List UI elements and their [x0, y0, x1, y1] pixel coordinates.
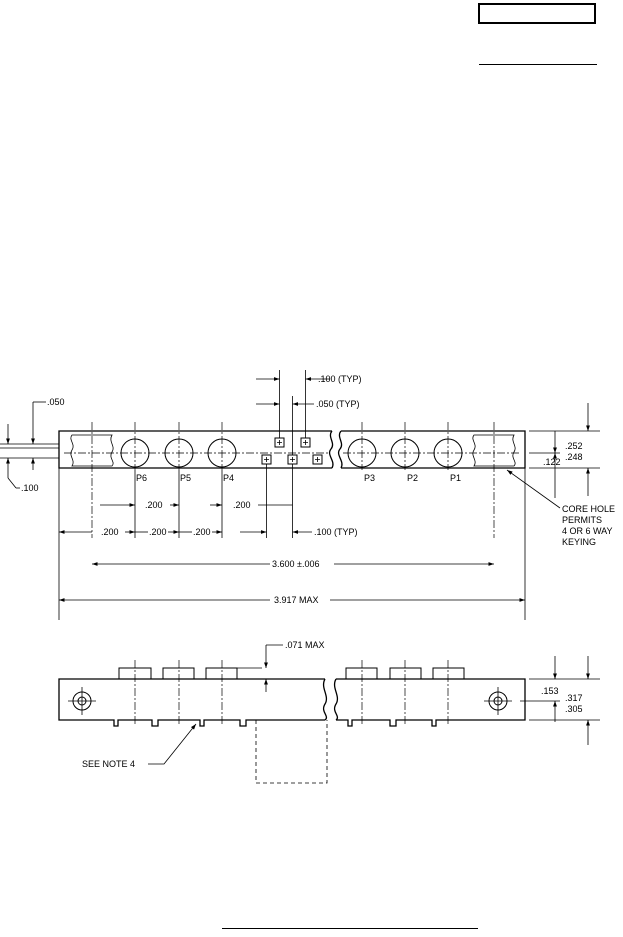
- pin-label-p5: P5: [180, 473, 191, 483]
- label-see-note-4: SEE NOTE 4: [82, 759, 135, 769]
- pin-housings: [118, 667, 465, 679]
- right-key-slot: [472, 434, 516, 467]
- label-071-max: .071 MAX: [285, 640, 325, 650]
- label-200-b: .200: [233, 500, 251, 510]
- label-050: .050: [47, 397, 65, 407]
- label-248: .248: [565, 452, 583, 462]
- left-offset-dims: [0, 401, 59, 489]
- pitch-dims: [58, 464, 526, 620]
- pin-label-p4: P4: [223, 473, 234, 483]
- label-305: .305: [565, 704, 583, 714]
- label-317: .317: [565, 693, 583, 703]
- square-pins: [261, 437, 323, 465]
- label-200-d: .200: [149, 527, 167, 537]
- pin-centerlines: [64, 422, 520, 538]
- core-hole-line-2: PERMITS: [562, 515, 602, 525]
- dim-071: [237, 644, 283, 692]
- side-centerlines: [134, 660, 449, 726]
- label-122: .122: [543, 457, 561, 467]
- right-height-dims: [529, 403, 600, 498]
- core-hole-line-3: 4 OR 6 WAY: [562, 526, 613, 536]
- mounting-holes: [68, 687, 512, 715]
- label-050-typ: .050 (TYP): [316, 399, 360, 409]
- pin-label-p2: P2: [407, 473, 418, 483]
- label-100-left: .100: [21, 483, 39, 493]
- dashed-core-outline: [255, 720, 328, 784]
- footer-rule: [222, 928, 478, 929]
- core-hole-line-4: KEYING: [562, 537, 596, 547]
- top-view-body: [58, 430, 526, 469]
- label-100-typ-top: .100 (TYP): [318, 374, 362, 384]
- overall-dims: [58, 562, 525, 602]
- side-height-dims: [520, 656, 600, 745]
- label-3917: 3.917 MAX: [274, 595, 319, 605]
- label-252: .252: [565, 441, 583, 451]
- top-typ-dims: [256, 370, 330, 455]
- top-view: [0, 370, 600, 620]
- core-hole-line-1: CORE HOLE: [562, 504, 615, 514]
- pin-label-p3: P3: [364, 473, 375, 483]
- header-box: [478, 3, 596, 24]
- label-200-a: .200: [145, 500, 163, 510]
- label-200-c: .200: [101, 527, 119, 537]
- label-200-e: .200: [193, 527, 211, 537]
- label-153: .153: [541, 686, 559, 696]
- pin-label-p1: P1: [450, 473, 461, 483]
- dimension-labels: .050 .100 .100 (TYP) .050 (TYP) .252 .24…: [21, 374, 615, 769]
- side-body-left: [58, 678, 325, 727]
- left-key-slot: [70, 434, 114, 467]
- core-hole-leader: [506, 469, 561, 509]
- header-rule: [479, 64, 597, 65]
- side-body-right: [336, 678, 526, 727]
- label-3600: 3.600 ±.006: [272, 559, 319, 569]
- side-view: [58, 644, 600, 784]
- pin-label-p6: P6: [136, 473, 147, 483]
- see-note-leader: [148, 723, 197, 765]
- label-100-typ-bottom: .100 (TYP): [314, 527, 358, 537]
